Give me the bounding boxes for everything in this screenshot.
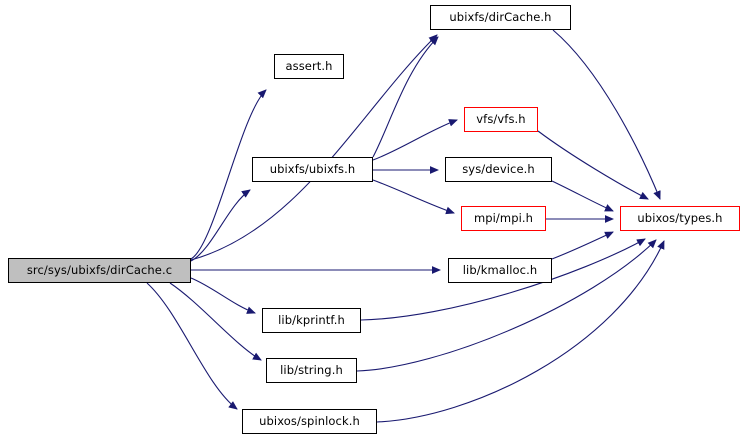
edge-kprintf_h-types_h xyxy=(360,238,646,321)
node-ubixos-spinlock-h[interactable]: ubixos/spinlock.h xyxy=(242,409,377,434)
edge-dircache_c-assert_h xyxy=(190,89,267,260)
edge-ubixfs_h-dircache_h xyxy=(372,36,439,158)
node-label: lib/kmalloc.h xyxy=(462,262,538,277)
node-sys-device-h[interactable]: sys/device.h xyxy=(445,157,552,182)
edge-dircache_h-types_h xyxy=(552,29,661,200)
node-label: lib/kprintf.h xyxy=(278,312,345,327)
node-label: ubixfs/dirCache.h xyxy=(449,9,552,24)
node-mpi-mpi-h[interactable]: mpi/mpi.h xyxy=(461,206,546,231)
node-ubixfs-ubixfs-h[interactable]: ubixfs/ubixfs.h xyxy=(252,157,373,182)
node-ubixfs-dircache-h[interactable]: ubixfs/dirCache.h xyxy=(430,5,571,30)
edge-kmalloc_h-types_h xyxy=(551,231,614,260)
edge-dircache_c-kprintf_h xyxy=(190,277,256,314)
node-label: ubixos/spinlock.h xyxy=(259,413,360,428)
edge-string_h-types_h xyxy=(356,239,657,372)
edge-spinlock_h-types_h xyxy=(376,240,665,423)
edge-dircache_c-spinlock_h xyxy=(146,282,238,410)
edge-dircache_c-string_h xyxy=(169,282,262,361)
node-assert-h[interactable]: assert.h xyxy=(274,54,344,79)
node-label: ubixfs/ubixfs.h xyxy=(269,161,356,176)
edge-ubixfs_h-mpi_h xyxy=(372,179,455,215)
node-label: src/sys/ubixfs/dirCache.c xyxy=(26,262,173,277)
node-lib-string-h[interactable]: lib/string.h xyxy=(266,358,357,383)
node-lib-kprintf-h[interactable]: lib/kprintf.h xyxy=(262,308,361,333)
node-label: ubixos/types.h xyxy=(637,210,723,225)
edge-vfs_h-types_h xyxy=(537,130,649,200)
node-label: mpi/mpi.h xyxy=(473,210,534,225)
node-src-sys-ubixfs-dircache-c[interactable]: src/sys/ubixfs/dirCache.c xyxy=(8,258,191,283)
node-ubixos-types-h[interactable]: ubixos/types.h xyxy=(620,206,740,231)
edge-device_h-types_h xyxy=(551,180,614,212)
edge-group xyxy=(146,29,665,423)
node-lib-kmalloc-h[interactable]: lib/kmalloc.h xyxy=(448,258,552,283)
node-label: assert.h xyxy=(285,58,333,73)
node-vfs-vfs-h[interactable]: vfs/vfs.h xyxy=(464,107,538,132)
edge-dircache_c-ubixfs_h xyxy=(190,189,251,262)
node-label: sys/device.h xyxy=(462,161,535,176)
node-label: lib/string.h xyxy=(280,362,343,377)
node-label: vfs/vfs.h xyxy=(476,111,526,126)
edge-ubixfs_h-vfs_h xyxy=(372,119,458,161)
